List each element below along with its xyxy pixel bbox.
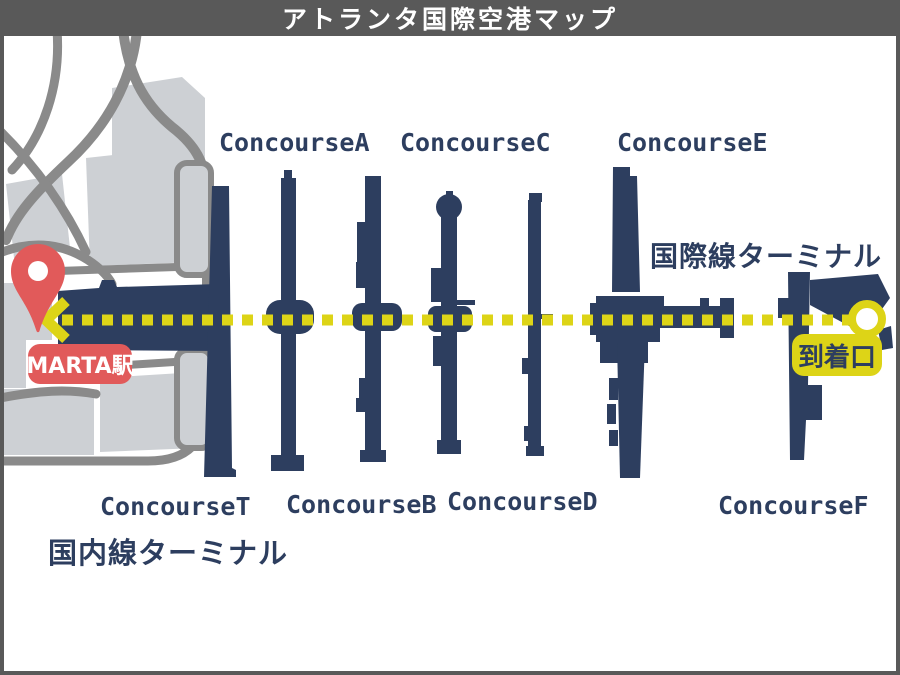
- concourse-b-shape: [352, 176, 402, 462]
- marta-station-badge: MARTA駅: [26, 344, 134, 384]
- block-south-left: [2, 389, 94, 455]
- concourse-c-shape: [428, 191, 475, 454]
- block-mid: [86, 148, 196, 266]
- block-south-mid: [100, 372, 198, 452]
- label-concourse-a: ConcourseA: [219, 128, 370, 157]
- terminal-shapes: [58, 167, 893, 478]
- domestic-terminal-shape: [58, 280, 219, 351]
- parking-blocks: [0, 77, 205, 455]
- arrival-gate-badge: 到着口: [792, 334, 882, 376]
- label-concourse-f: ConcourseF: [718, 491, 869, 520]
- route-arrow-left-icon: [38, 297, 70, 343]
- page-title: アトランタ国際空港マップ: [0, 0, 900, 36]
- label-concourse-t: ConcourseT: [100, 492, 251, 521]
- label-concourse-b: ConcourseB: [286, 490, 437, 519]
- concourse-d-shape: [522, 193, 553, 456]
- label-international-terminal: 国際線ターミナル: [650, 240, 883, 273]
- parking-strip-upper: [174, 160, 214, 278]
- label-concourse-c: ConcourseC: [400, 128, 551, 157]
- marta-pin-icon: [11, 244, 65, 333]
- label-domestic-terminal: 国内線ターミナル: [48, 536, 289, 570]
- route-end-circle-icon: [848, 300, 886, 338]
- label-concourse-d: ConcourseD: [447, 487, 598, 516]
- concourse-t-shape: [204, 186, 236, 477]
- label-concourse-e: ConcourseE: [617, 128, 768, 157]
- block-west-small: [0, 340, 26, 388]
